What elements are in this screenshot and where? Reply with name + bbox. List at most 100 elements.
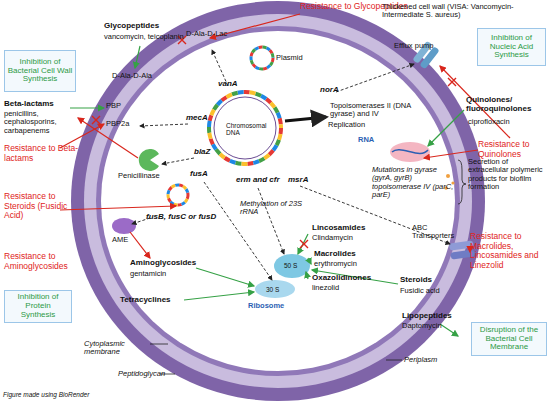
annotation-label: Topoisomerases II (DNA gyrase) and IV <box>330 102 412 119</box>
chromosomal-dna <box>209 92 281 164</box>
annotation-label: Glycopeptides <box>104 22 184 31</box>
annotation-label: erythromycin <box>314 260 374 268</box>
annotation-label: Chromosomal DNA <box>226 122 266 137</box>
annotation-label: Beta-lactams <box>4 100 84 109</box>
annotation-label: D-Ala-D-Ala <box>112 72 172 80</box>
annotation-label: penicillins, cephalosporins, carbapenems <box>4 110 72 135</box>
cytoplasm <box>101 31 455 371</box>
annotation-label: mecA <box>186 114 216 123</box>
gene-arrow <box>140 124 188 126</box>
text-holder: Inhibition of Bacterial Cell Wall Synthe… <box>7 58 73 85</box>
annotation-label: Penicillinase <box>118 172 178 180</box>
annotation-label: blaZ <box>194 148 224 157</box>
penicillinase-enzyme <box>139 149 159 171</box>
dna-strand <box>209 92 281 164</box>
annotation-label: Ribosome <box>248 302 298 310</box>
gene-arrow <box>336 64 414 92</box>
annotation-label: Resistance to Beta-lactams <box>4 144 79 163</box>
text-holder: Disruption of the Bacterial Cell Membran… <box>474 326 544 353</box>
annotation-label: linezolid <box>312 284 372 292</box>
annotation-label: ciprofloxacin <box>468 118 538 126</box>
text-holder: Inhibition of Nucleic Acid Synthesis <box>480 34 543 61</box>
annotation-label: fusA <box>190 170 220 179</box>
resistance-arrow <box>60 206 176 210</box>
annotation-label: Clindamycin <box>312 234 382 242</box>
drug-arrow <box>440 324 458 336</box>
annotation-label: gentamicin <box>130 270 190 278</box>
annotation-label: Lincosamides <box>312 224 382 233</box>
resistance-arrow <box>130 232 150 258</box>
dna-strand <box>209 92 281 164</box>
annotation-label: Resistance to Macrolides, Lincosamides a… <box>470 232 548 270</box>
annotation-label: 50 S <box>284 262 309 269</box>
cross-mark <box>92 116 100 124</box>
resistance-arrow <box>78 118 138 158</box>
annotation-label: Daptomycin <box>402 322 462 330</box>
plasmid-strand <box>168 185 188 205</box>
drug-arrow <box>306 272 308 279</box>
leader-line <box>386 360 402 361</box>
drug-arrow <box>298 234 308 254</box>
annotation-label: 30 S <box>266 286 291 293</box>
annotation-label: msrA <box>288 176 318 185</box>
gene-arrow <box>162 158 194 164</box>
drug-action-arrows <box>70 46 464 336</box>
annotation-label: RNA <box>358 136 388 144</box>
mechanism-box: Inhibition of Nucleic Acid Synthesis <box>477 28 546 66</box>
drug-arrow <box>312 270 398 284</box>
annotation-label: Methylation of 23S rRNA <box>240 200 310 217</box>
drug-arrow <box>196 268 254 286</box>
gene-arrow <box>204 182 272 280</box>
annotation-label: Macrolides <box>314 250 374 259</box>
annotation-label: D-Ala-D-Lac <box>186 30 246 38</box>
annotation-label: Efflux pump <box>394 42 454 50</box>
annotation-label: PBP2a <box>106 120 136 128</box>
replication-arrow <box>285 117 326 121</box>
mechanism-box: Inhibition of Bacterial Cell Wall Synthe… <box>4 50 76 92</box>
gene-arrow <box>258 188 284 254</box>
particle <box>446 174 450 178</box>
ribosome-50s <box>274 254 310 278</box>
dna-strand <box>209 92 281 164</box>
annotation-label: Replication <box>328 121 378 129</box>
bracket <box>458 160 466 204</box>
cross-mark <box>300 240 308 248</box>
periplasm-layer <box>84 14 472 388</box>
mechanism-box: Disruption of the Bacterial Cell Membran… <box>471 322 547 356</box>
annotation-label: Thickened cell wall (VISA: Vancomycin-In… <box>382 3 547 20</box>
drug-arrow <box>70 107 104 108</box>
annotation-label: Periplasm <box>404 356 454 364</box>
annotation-label: Resistance to Steroids (Fusidic Acid) <box>4 192 84 221</box>
annotation-label: norA <box>320 86 350 95</box>
annotation-label: Resistance to Aminoglycosides <box>4 252 84 271</box>
ribosome-30s <box>255 280 295 298</box>
mechanism-text: Inhibition of Bacterial Cell Wall Synthe… <box>7 58 73 85</box>
mechanism-text: Inhibition of Nucleic Acid Synthesis <box>480 34 543 61</box>
annotation-label: Quinolones/ fluoroquinolones <box>466 96 546 114</box>
plasmid-strand <box>251 47 273 69</box>
annotation-label: Mutations in gyrase (gyrA, gyrB) topoiso… <box>372 166 454 200</box>
plasmid-strand <box>168 185 188 205</box>
annotation-label: PBP <box>106 102 136 110</box>
layer-leaders <box>150 344 402 374</box>
plasmid-strand <box>251 47 273 69</box>
gene-expression-arrows <box>132 50 450 280</box>
annotation-label: Cytoplasmic membrane <box>84 340 154 357</box>
annotation-label: Tetracyclines <box>120 296 190 305</box>
annotation-label: Steroids <box>400 276 460 285</box>
dna-strand <box>392 150 428 154</box>
annotation-label: Secretion of extracellular polymeric pro… <box>468 158 548 192</box>
annotation-label: fusB, fusC or fusD <box>146 213 226 222</box>
annotation-label: vanA <box>218 80 248 89</box>
annotation-label: ABC Transporters <box>412 224 457 241</box>
annotation-label: Resistance to Quinolones <box>478 140 548 159</box>
annotation-label: Peptidoglycan <box>118 370 178 378</box>
mechanism-box: Inhibition of Protein Synthesis <box>4 290 72 323</box>
dna-strand <box>209 92 281 164</box>
gyrase-enzyme <box>390 142 430 162</box>
annotation-label: Fusidic acid <box>400 287 460 295</box>
dna-backbone <box>214 97 276 159</box>
drug-arrow <box>308 258 311 264</box>
annotation-label: AME <box>112 236 142 244</box>
